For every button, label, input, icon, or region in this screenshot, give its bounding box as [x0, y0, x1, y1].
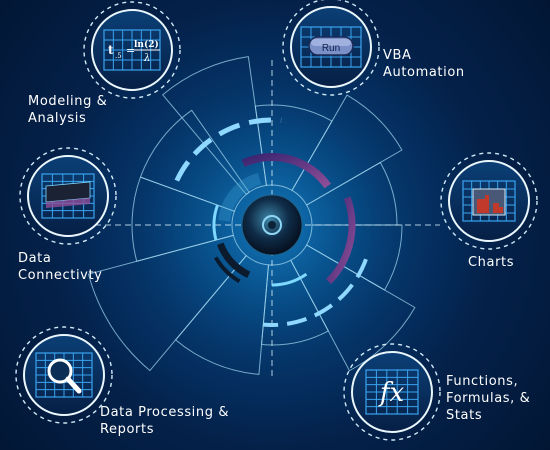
sector-frame	[162, 56, 267, 196]
sector-frame	[87, 234, 247, 372]
label-vba: VBA Automation	[383, 48, 465, 80]
formula-denominator: λ	[143, 53, 150, 64]
sector-frame	[290, 244, 416, 372]
badge-data-processing	[15, 326, 113, 424]
dark-arc	[217, 242, 251, 279]
label-data-processing: Data Processing & Reports	[100, 405, 230, 437]
sector-frame	[305, 224, 403, 291]
formula-icon: t.5 =ln(2) λ	[103, 29, 161, 71]
cyan-arc	[212, 204, 219, 241]
sector-frame	[254, 104, 333, 192]
formula-numerator: ln(2)	[134, 39, 159, 50]
hub	[241, 194, 303, 256]
magnifier-icon	[35, 352, 93, 398]
label-modeling: Modeling & Analysis	[28, 94, 108, 126]
dashed-arc	[174, 117, 282, 182]
cyan-arc	[271, 272, 308, 287]
label-data-connectivity: Data Connectivty	[18, 251, 103, 283]
badge-charts	[440, 152, 538, 250]
formula-subscript: .5	[115, 52, 122, 60]
label-functions: Functions, Formulas, & Stats	[446, 374, 531, 423]
formula-text: t	[108, 43, 114, 57]
function-symbol: fx	[378, 378, 405, 408]
sector-frames	[87, 56, 416, 375]
sector-frame	[260, 259, 330, 346]
run-button-text: Run	[322, 43, 340, 54]
formula-equals: =	[126, 44, 135, 57]
function-icon: fx	[365, 369, 419, 415]
run-button-icon: Run	[300, 26, 362, 68]
badge-functions: fx	[343, 343, 441, 441]
sector-frame	[305, 161, 398, 226]
badge-modeling: t.5 =ln(2) λ	[83, 1, 181, 99]
sector-frame	[291, 94, 403, 206]
dashed-rings	[174, 117, 368, 327]
sector-frame	[139, 109, 250, 212]
dashed-arc	[263, 258, 368, 327]
label-charts: Charts	[468, 255, 515, 270]
sector-frame	[131, 176, 236, 262]
purple-arc	[241, 153, 331, 189]
badge-data-connectivity	[19, 147, 117, 245]
spreadsheet-icon	[41, 173, 95, 219]
sector-frame	[174, 254, 270, 375]
badge-vba: Run	[282, 0, 380, 96]
dark-arc	[213, 256, 241, 284]
purple-arc	[326, 196, 356, 285]
bar-chart-icon	[462, 180, 516, 222]
glow-arc	[218, 172, 262, 222]
